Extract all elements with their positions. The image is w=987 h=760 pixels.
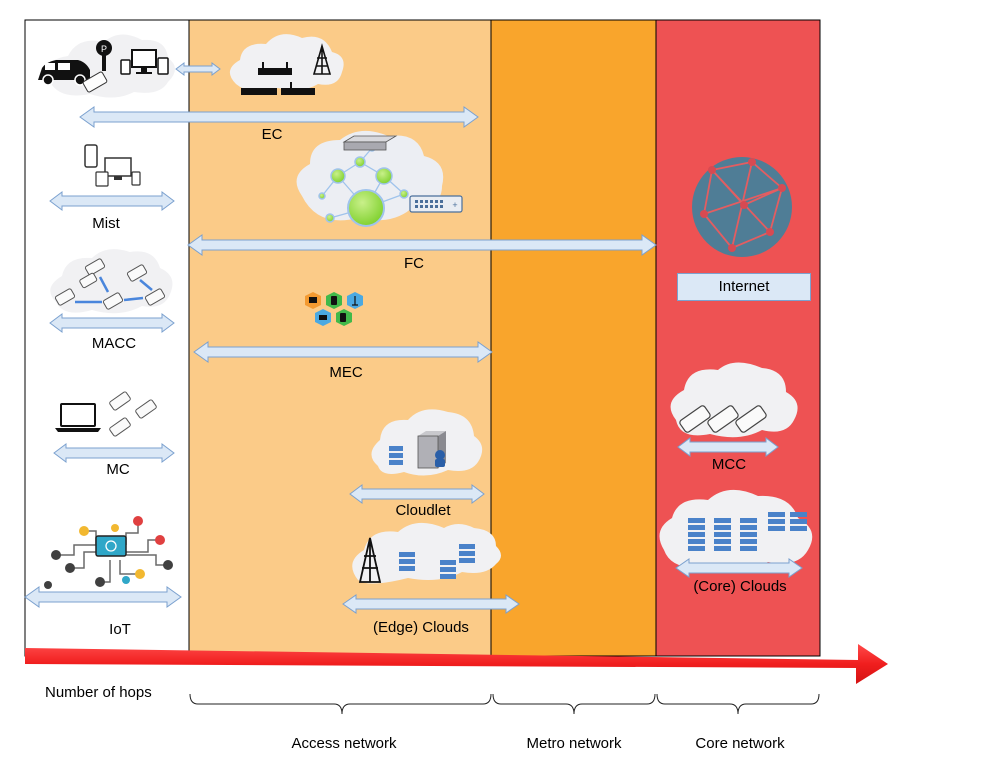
mc-label: MC: [106, 461, 130, 478]
mist-label: Mist: [92, 215, 120, 232]
mist-devices: [84, 144, 141, 187]
server-tower-icon: [417, 431, 446, 469]
metro-network-label: Metro network: [526, 735, 622, 752]
core-network-label: Core network: [695, 735, 785, 752]
router-icon: [241, 62, 315, 95]
switch-icon: +: [409, 195, 463, 213]
server-stack-icon: [389, 446, 403, 465]
internet-label-box: Internet: [677, 273, 811, 301]
mec-range-arrow[interactable]: [193, 341, 493, 363]
svg-text:P: P: [101, 44, 107, 54]
mec-hexagon-icon: [305, 292, 363, 326]
server-rack-icon: [342, 135, 398, 151]
tablet-icon: [120, 59, 131, 75]
access-network-label: Access network: [291, 735, 397, 752]
iot-label: IoT: [109, 621, 131, 638]
ec-label: EC: [261, 126, 283, 143]
fc-range-arrow[interactable]: [187, 234, 657, 256]
edge-tower-icon: [358, 537, 382, 583]
network-braces: [189, 693, 820, 715]
core-network-brace: [656, 693, 820, 715]
metro-zone: [490, 19, 657, 657]
laptop-icon: [55, 403, 101, 432]
iot-range-arrow[interactable]: [24, 586, 182, 608]
cloudlet-range-arrow[interactable]: [349, 484, 485, 504]
cloudlet-label: Cloudlet: [395, 502, 451, 519]
mcc-range-arrow[interactable]: [677, 437, 779, 457]
edge-clouds-range-arrow[interactable]: [342, 594, 520, 614]
iot-circuit-icon: [44, 516, 173, 589]
fc-label: FC: [404, 255, 424, 272]
access-network-brace: [189, 693, 492, 715]
edge-clouds-cloud: [352, 522, 501, 584]
core-clouds-range-arrow[interactable]: [675, 558, 803, 578]
mcc-label: MCC: [711, 456, 747, 473]
mec-label: MEC: [329, 364, 363, 381]
smartphone-icon: [82, 71, 108, 93]
mc-phones-icon: [109, 391, 157, 437]
macc-label: MACC: [91, 335, 137, 352]
ec-link-arrow: [175, 62, 221, 76]
metro-network-brace: [492, 693, 656, 715]
car-icon: [38, 60, 90, 86]
macc-range-arrow[interactable]: [49, 313, 175, 333]
ec-range-arrow[interactable]: [79, 106, 479, 128]
svg-text:+: +: [452, 200, 457, 210]
edge-server-stack-icon: [399, 544, 475, 579]
core-server-stacks-icon: [688, 512, 807, 551]
number-of-hops-label: Number of hops: [45, 684, 152, 701]
parking-meter-icon: P: [96, 40, 112, 71]
hops-arrow: [25, 644, 888, 684]
mc-range-arrow[interactable]: [53, 443, 175, 463]
desktop-icon: [131, 49, 169, 75]
globe-network-icon: [692, 157, 792, 257]
core-clouds-label: (Core) Clouds: [693, 578, 787, 595]
mobile-mesh-icon: [54, 258, 166, 310]
mist-range-arrow[interactable]: [49, 191, 175, 211]
mcc-phones-icon: [679, 405, 767, 433]
cell-tower-icon: [312, 43, 332, 75]
edge-clouds-label: (Edge) Clouds: [373, 619, 469, 636]
